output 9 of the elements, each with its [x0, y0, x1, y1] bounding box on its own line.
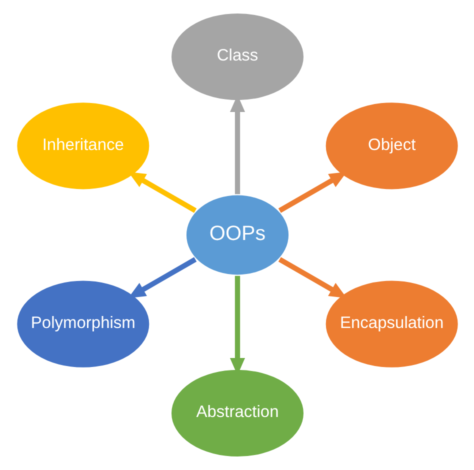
node-ellipse: Polymorphism	[14, 278, 151, 370]
node-ellipse: Encapsulation	[323, 278, 460, 370]
node-ellipse: Abstraction	[168, 368, 306, 459]
arrow	[278, 257, 346, 298]
node-ellipse: Inheritance	[14, 100, 151, 192]
node-ellipse: OOPs	[184, 193, 290, 277]
node-ellipse: Class	[168, 11, 306, 102]
arrow	[278, 172, 346, 213]
node-ellipse: Object	[323, 100, 460, 192]
